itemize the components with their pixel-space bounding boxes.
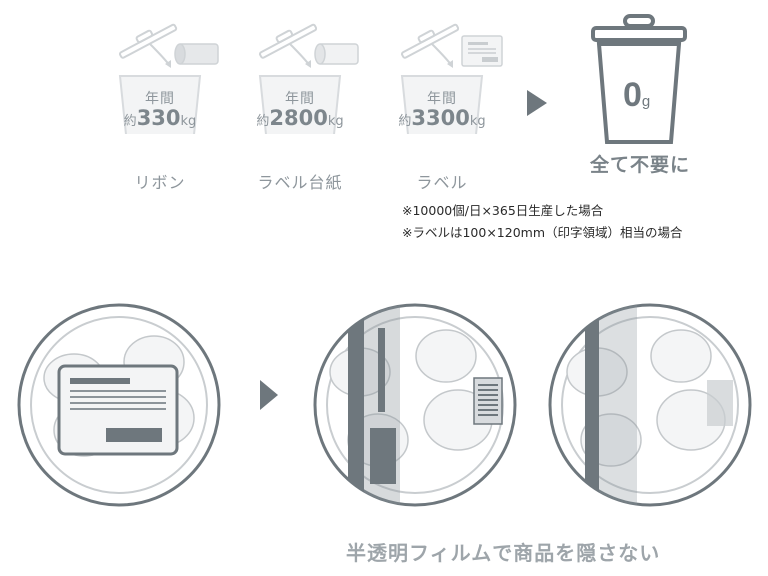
item-label: ラベル — [416, 173, 468, 192]
waste-item-label-liner: 年間 約2800kg ラベル台紙 — [250, 14, 359, 192]
item-label: リボン — [134, 173, 186, 192]
note-production: ※10000個/日×365日生産した場合 — [402, 203, 604, 218]
plate-with-translucent-film — [548, 303, 752, 507]
item-label: ラベル台紙 — [257, 173, 343, 192]
result-amount: 0g — [623, 76, 651, 114]
plate-with-film-print — [313, 303, 517, 507]
note-label-size: ※ラベルは100×120mm（印字領域）相当の場合 — [402, 225, 683, 240]
item-amount: 約3300kg — [398, 106, 486, 130]
caption: 半透明フィルムで商品を隠さない — [346, 541, 661, 565]
trash-bin-ribbon-icon — [118, 23, 219, 134]
item-period-label: 年間 — [285, 91, 315, 107]
item-period-label: 年間 — [145, 91, 175, 107]
plate-with-label — [17, 303, 221, 507]
trash-bin-label-icon — [400, 23, 503, 134]
arrow-right-icon — [260, 380, 278, 410]
item-amount: 約2800kg — [256, 106, 344, 130]
item-period-label: 年間 — [427, 91, 457, 107]
result-label: 全て不要に — [589, 154, 690, 176]
trash-bin-liner-icon — [258, 23, 359, 134]
arrow-right-icon — [527, 90, 547, 116]
item-amount: 約330kg — [123, 106, 197, 130]
waste-item-ribbon: 年間 約330kg リボン — [110, 14, 219, 192]
empty-trash-bin-icon — [591, 14, 687, 144]
waste-item-label: 年間 約3300kg ラベル — [392, 14, 503, 192]
